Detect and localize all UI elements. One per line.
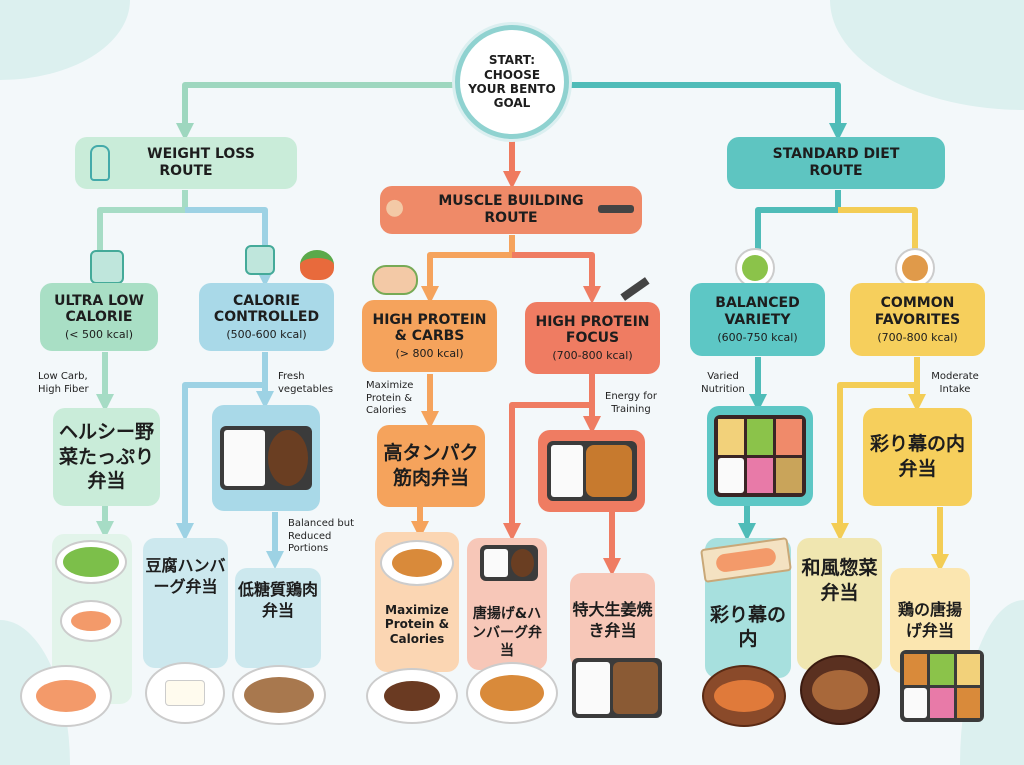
category-title: CALORIE (233, 292, 300, 309)
waist-icon (90, 145, 110, 181)
kcal-range: (700-800 kcal) (552, 349, 633, 363)
bento-wafu-sozai[interactable]: 和風惣菜弁当 (797, 538, 882, 670)
bento-name: 特大生姜焼き弁当 (572, 599, 653, 640)
kcal-range: (500-600 kcal) (226, 328, 307, 342)
bento-ginger-pork[interactable]: 特大生姜焼き弁当 (570, 573, 655, 668)
salmon-salad-image (60, 600, 122, 642)
people-with-salad-icon (735, 248, 775, 288)
vegetables-icon (300, 250, 334, 280)
route-label: STANDARD DIET (772, 146, 900, 163)
start-line: YOUR BENTO (468, 82, 556, 96)
arrow (421, 235, 515, 304)
scale-icon (90, 250, 124, 284)
bento-name: 彩り幕の内 (709, 603, 786, 651)
category-high-protein-focus[interactable]: HIGH PROTEIN FOCUS (700-800 kcal) (525, 302, 660, 374)
note-varied-nutrition: Varied Nutrition (701, 371, 745, 395)
arrow (512, 252, 601, 304)
bento-name: 和風惣菜弁当 (801, 557, 878, 604)
category-title: CALORIE (65, 309, 133, 326)
category-common-favorites[interactable]: COMMON FAVORITES (700-800 kcal) (850, 283, 985, 356)
start-line: START: (488, 53, 536, 68)
category-title: VARIETY (724, 311, 791, 328)
route-label: MUSCLE BUILDING (438, 193, 584, 210)
bicep-icon: ● (385, 195, 405, 220)
note-energy-training: Energy for Training (605, 391, 657, 415)
makunouchi-box-image (714, 415, 806, 497)
bento-tofu-hamburg[interactable]: 豆腐ハンバーグ弁当 (143, 538, 228, 668)
salmon-bowl-image (20, 665, 112, 727)
bento-name: ヘルシー野菜たっぷり弁当 (59, 420, 155, 493)
arrow (176, 82, 460, 141)
fried-chicken-image (380, 540, 454, 586)
bento-box-image (900, 650, 984, 722)
category-ultra-low-calorie[interactable]: ULTRA LOW CALORIE (< 500 kcal) (40, 283, 158, 351)
steak-plate-image (366, 668, 458, 724)
kcal-range: (700-800 kcal) (877, 330, 958, 344)
arrow (565, 82, 847, 141)
start-line: GOAL (493, 96, 531, 111)
bento-box-image (220, 426, 312, 490)
bento-box-image (572, 658, 662, 718)
note-low-carb: Low Carb, High Fiber (38, 371, 89, 395)
route-label: ROUTE (159, 163, 213, 179)
category-title: ULTRA LOW (54, 292, 144, 309)
bento-low-carb-chicken[interactable]: 低糖質鶏肉弁当 (235, 568, 321, 668)
tofu-bowl-image (145, 662, 225, 724)
salad-bowl-image (55, 540, 127, 584)
bento-high-protein-muscle[interactable]: 高タンパク筋肉弁当 (377, 425, 485, 507)
note-balanced-reduced: Balanced but Reduced Portions (288, 518, 355, 554)
bento-name: 高タンパク筋肉弁当 (383, 442, 479, 489)
bento-name: 唐揚げ&ハンバーグ弁当 (472, 606, 542, 659)
karaage-plate-image (466, 662, 558, 724)
stew-pot-image (702, 665, 786, 727)
bento-image-calorie-controlled[interactable] (212, 405, 320, 511)
bento-box-image (480, 545, 538, 581)
arrow (831, 382, 917, 541)
bento-image-protein-focus[interactable] (538, 430, 645, 512)
category-title: & CARBS (394, 328, 465, 345)
category-balanced-variety[interactable]: BALANCED VARIETY (600-750 kcal) (690, 283, 825, 356)
category-title: COMMON (880, 295, 955, 312)
category-title: CONTROLLED (213, 309, 320, 326)
bento-name: Maximize Protein & Calories (384, 602, 450, 646)
bento-irodori-makunouchi[interactable]: 彩り幕の内弁当 (863, 408, 972, 506)
chicken-rice-image (232, 665, 326, 725)
meal-plate-icon (895, 248, 935, 288)
flexing-arms-icon (372, 265, 418, 295)
category-title: FAVORITES (874, 311, 961, 328)
category-title: BALANCED (715, 295, 800, 312)
kcal-range: (< 500 kcal) (64, 328, 133, 342)
note-moderate-intake: Moderate Intake (931, 371, 979, 395)
note-fresh-vegetables: Fresh vegetables (278, 371, 334, 395)
bento-name: 鶏の唐揚げ弁当 (897, 599, 962, 640)
route-label: WEIGHT LOSS (147, 146, 255, 163)
scale-icon (245, 245, 275, 275)
bento-image-balanced[interactable] (707, 406, 813, 506)
route-label: ROUTE (809, 163, 863, 179)
arrow (176, 382, 265, 541)
arrow (749, 190, 841, 287)
standard-diet-route[interactable]: STANDARD DIET ROUTE (727, 137, 945, 189)
bento-name: 低糖質鶏肉弁当 (237, 580, 318, 620)
category-title: HIGH PROTEIN (372, 311, 487, 328)
start-line: CHOOSE (483, 67, 541, 82)
category-title: FOCUS (565, 330, 620, 347)
bento-name: 豆腐ハンバーグ弁当 (145, 556, 226, 596)
bento-healthy-vegetables[interactable]: ヘルシー野菜たっぷり弁当 (53, 408, 160, 506)
category-title: HIGH PROTEIN (535, 313, 650, 330)
route-label: ROUTE (484, 210, 538, 226)
bento-name: 彩り幕の内弁当 (869, 433, 965, 480)
category-high-protein-carbs[interactable]: HIGH PROTEIN & CARBS (> 800 kcal) (362, 300, 497, 372)
note-maximize: Maximize Protein & Calories (366, 380, 414, 416)
start-node: START: CHOOSE YOUR BENTO GOAL (455, 25, 569, 139)
kcal-range: (600-750 kcal) (717, 330, 798, 344)
nimono-pot-image (800, 655, 880, 725)
category-calorie-controlled[interactable]: CALORIE CONTROLLED (500-600 kcal) (199, 283, 334, 351)
dumbbell-icon (598, 205, 634, 213)
bento-box-image (546, 441, 637, 501)
arrow (503, 402, 592, 541)
arrow (91, 190, 188, 287)
kcal-range: (> 800 kcal) (395, 347, 464, 361)
weight-loss-route[interactable]: WEIGHT LOSS ROUTE (75, 137, 297, 189)
